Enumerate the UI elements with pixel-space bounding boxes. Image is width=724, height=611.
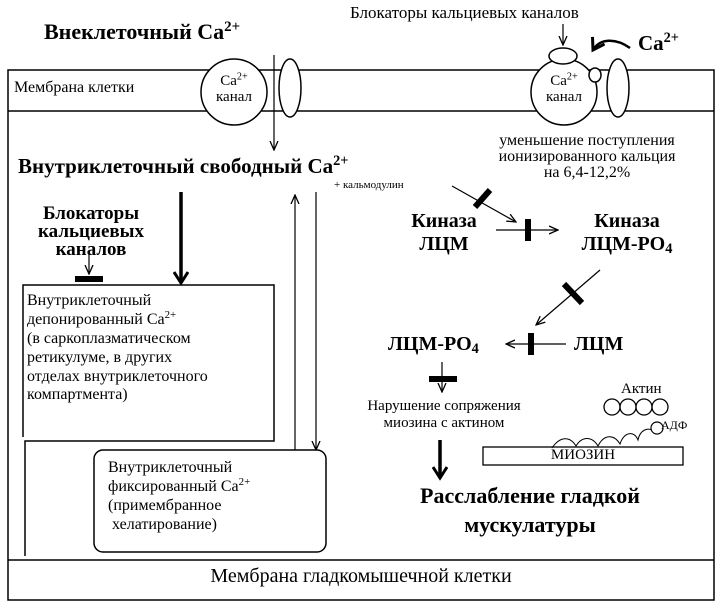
- lcm-label: ЛЦМ: [574, 333, 624, 355]
- depot-box: [22, 284, 275, 556]
- fixed-ca-text: Внутриклеточный фиксированный Ca2+ (прим…: [108, 459, 251, 533]
- cell-frame: [7, 69, 715, 601]
- ion-pore-left: [278, 58, 302, 118]
- lcm-po4-label: ЛЦМ-РО4: [388, 333, 479, 357]
- extracellular-ca-label: Внеклеточный Ca2+: [44, 18, 241, 44]
- calmodulin-label: + кальмодулин: [334, 179, 404, 191]
- actin-label: Актин: [621, 381, 662, 397]
- depot-ca-text: Внутриклеточный депонированный Ca2+ (в с…: [27, 292, 208, 404]
- adp-molecule: [650, 421, 664, 435]
- inhibition-bar-lcm: [528, 333, 534, 355]
- myosin-heads: [551, 428, 656, 449]
- myosin-label: МИОЗИН: [550, 447, 616, 463]
- blocker-molecule: [548, 47, 578, 65]
- actin-chain: [603, 398, 669, 416]
- arrow-reduction-to-kinase: [451, 185, 516, 222]
- arrow-kinase-to-lcm: [536, 269, 601, 325]
- ca-binding-site: [588, 67, 602, 83]
- inhibition-bar-diagonal: [561, 281, 585, 306]
- ca-channel-right-label: Ca2+канал: [545, 71, 583, 105]
- inhibition-bar-kinase: [525, 219, 531, 241]
- inhibition-bar-reduction: [472, 188, 493, 209]
- fixed-box: [93, 449, 327, 553]
- cell-membrane-label: Мембрана клетки: [14, 79, 135, 96]
- ca-channel-left-shape: [200, 58, 268, 126]
- inhibition-bar-depot: [75, 276, 103, 282]
- intracellular-free-ca-label: Внутриклеточный свободный Ca2+: [18, 153, 349, 178]
- myosin-filament: [482, 446, 684, 466]
- arrow-ca-to-channel: [593, 41, 631, 50]
- inhibition-bar-disruption: [429, 376, 457, 382]
- ion-pore-right: [606, 58, 630, 118]
- ca-ion-label: Ca2+: [638, 30, 679, 55]
- adp-label: АДФ: [661, 418, 688, 432]
- smc-membrane-label: Мембрана гладкомышечной клетки: [210, 565, 512, 587]
- blockers-top-label: Блокаторы кальциевых каналов: [350, 3, 579, 22]
- ca-channel-left-label: Ca2+канал: [215, 71, 253, 105]
